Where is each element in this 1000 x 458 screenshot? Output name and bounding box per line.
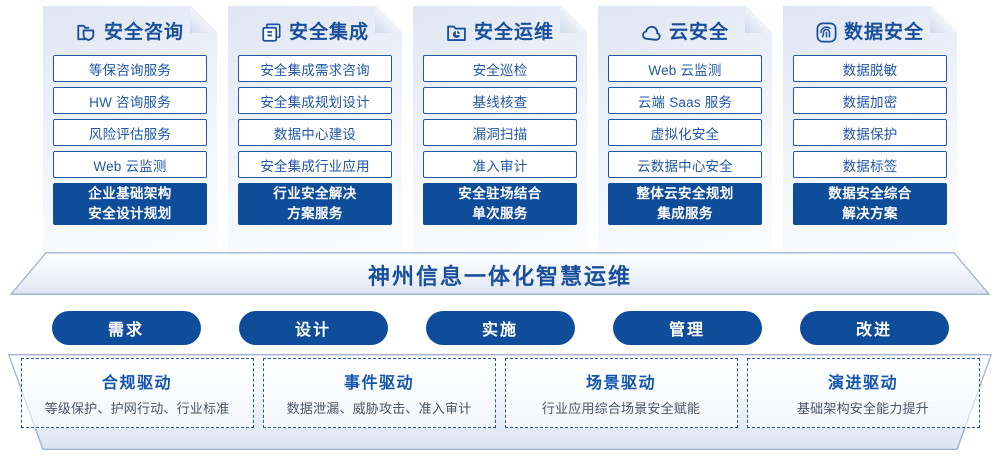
service-pillar-column[interactable]: 安全运维 安全巡检 基线核查 漏洞扫描 准入审计 安全驻场结合 单次服务 — [413, 6, 587, 254]
lifecycle-stage-pill[interactable]: 设计 — [238, 311, 388, 345]
driver-title: 合规驱动 — [101, 375, 172, 392]
driver-title: 场景驱动 — [585, 375, 656, 392]
column-item-list: 数据脱敏 数据加密 数据保护 数据标签 — [793, 55, 947, 178]
service-item[interactable]: HW 咨询服务 — [53, 87, 207, 114]
column-summary-box[interactable]: 数据安全综合 解决方案 — [793, 183, 947, 225]
column-title: 安全集成 — [288, 21, 369, 43]
service-item[interactable]: 数据中心建设 — [238, 119, 392, 146]
column-item-list: 安全集成需求咨询 安全集成规划设计 数据中心建设 安全集成行业应用 — [238, 55, 392, 178]
column-title: 安全咨询 — [103, 21, 184, 43]
service-item[interactable]: 安全集成规划设计 — [238, 87, 392, 114]
service-item[interactable]: 等保咨询服务 — [53, 55, 207, 82]
driver-card[interactable]: 事件驱动 数据泄漏、威胁攻击、准入审计 — [262, 358, 496, 428]
column-summary-line-2: 方案服务 — [287, 206, 343, 221]
column-summary-line-2: 安全设计规划 — [88, 206, 172, 221]
column-header: 云安全 — [608, 15, 762, 49]
column-summary-box[interactable]: 行业安全解决 方案服务 — [238, 183, 392, 225]
column-summary-box[interactable]: 安全驻场结合 单次服务 — [423, 183, 577, 225]
service-item[interactable]: Web 云监测 — [608, 55, 762, 82]
column-item-list: Web 云监测 云端 Saas 服务 虚拟化安全 云数据中心安全 — [608, 55, 762, 178]
column-summary-box[interactable]: 整体云安全规划 集成服务 — [608, 183, 762, 225]
driver-card[interactable]: 合规驱动 等级保护、护网行动、行业标准 — [20, 358, 254, 428]
driver-card[interactable]: 演进驱动 基础架构安全能力提升 — [746, 358, 980, 428]
service-item[interactable]: 数据脱敏 — [793, 55, 947, 82]
driver-card[interactable]: 场景驱动 行业应用综合场景安全赋能 — [504, 358, 738, 428]
service-item[interactable]: 虚拟化安全 — [608, 119, 762, 146]
service-item[interactable]: Web 云监测 — [53, 151, 207, 178]
service-item[interactable]: 安全巡检 — [423, 55, 577, 82]
column-header: 安全咨询 — [53, 15, 207, 49]
column-summary-line-2: 单次服务 — [472, 206, 528, 221]
column-summary-box[interactable]: 企业基础架构 安全设计规划 — [53, 183, 207, 225]
lifecycle-stage-pill[interactable]: 实施 — [425, 311, 575, 345]
service-pillar-column[interactable]: 云安全 Web 云监测 云端 Saas 服务 虚拟化安全 云数据中心安全 整体云… — [598, 6, 772, 254]
column-summary-line-1: 数据安全综合 — [828, 186, 912, 202]
service-item[interactable]: 安全集成需求咨询 — [238, 55, 392, 82]
driver-description: 等级保护、护网行动、行业标准 — [44, 401, 230, 416]
column-header: 安全运维 — [423, 15, 577, 49]
folder-clock-icon — [446, 22, 467, 43]
column-summary-line-1: 安全驻场结合 — [458, 186, 542, 202]
column-item-list: 等保咨询服务 HW 咨询服务 风险评估服务 Web 云监测 — [53, 55, 207, 178]
service-pillar-column[interactable]: 安全咨询 等保咨询服务 HW 咨询服务 风险评估服务 Web 云监测 企业基础架… — [43, 6, 217, 254]
service-pillar-column[interactable]: 数据安全 数据脱敏 数据加密 数据保护 数据标签 数据安全综合 解决方案 — [783, 6, 957, 254]
lifecycle-stage-pill[interactable]: 需求 — [51, 311, 201, 345]
driver-description: 行业应用综合场景安全赋能 — [541, 401, 701, 416]
service-item[interactable]: 风险评估服务 — [53, 119, 207, 146]
column-summary-line-1: 企业基础架构 — [88, 186, 172, 202]
cloud-icon — [641, 22, 662, 43]
service-item[interactable]: 云端 Saas 服务 — [608, 87, 762, 114]
service-item[interactable]: 数据加密 — [793, 87, 947, 114]
service-item[interactable]: 漏洞扫描 — [423, 119, 577, 146]
drivers-row: 合规驱动 等级保护、护网行动、行业标准 事件驱动 数据泄漏、威胁攻击、准入审计 … — [0, 358, 1000, 436]
column-summary-line-1: 整体云安全规划 — [636, 186, 734, 202]
column-header: 数据安全 — [793, 15, 947, 49]
lifecycle-stage-pill[interactable]: 管理 — [612, 311, 762, 345]
column-title: 安全运维 — [473, 21, 554, 43]
lifecycle-stage-row: 需求 设计 实施 管理 改进 — [0, 311, 1000, 345]
platform-banner-title: 神州信息一体化智慧运维 — [367, 264, 632, 289]
service-item[interactable]: 准入审计 — [423, 151, 577, 178]
folder-shield-icon — [76, 22, 97, 43]
column-title: 云安全 — [668, 21, 729, 43]
lifecycle-stage-pill[interactable]: 改进 — [799, 311, 949, 345]
driver-title: 演进驱动 — [827, 375, 898, 392]
service-item[interactable]: 基线核查 — [423, 87, 577, 114]
column-summary-line-2: 集成服务 — [657, 206, 713, 221]
driver-description: 基础架构安全能力提升 — [796, 401, 929, 416]
column-item-list: 安全巡检 基线核查 漏洞扫描 准入审计 — [423, 55, 577, 178]
service-item[interactable]: 数据标签 — [793, 151, 947, 178]
platform-banner: 神州信息一体化智慧运维 — [10, 252, 990, 295]
column-title: 数据安全 — [843, 21, 924, 43]
driver-title: 事件驱动 — [343, 375, 414, 392]
service-item[interactable]: 数据保护 — [793, 119, 947, 146]
column-header: 安全集成 — [238, 15, 392, 49]
column-summary-line-2: 解决方案 — [842, 206, 898, 221]
service-pillar-column[interactable]: 安全集成 安全集成需求咨询 安全集成规划设计 数据中心建设 安全集成行业应用 行… — [228, 6, 402, 254]
service-item[interactable]: 安全集成行业应用 — [238, 151, 392, 178]
driver-description: 数据泄漏、威胁攻击、准入审计 — [286, 401, 472, 416]
fingerprint-icon — [816, 22, 837, 43]
column-summary-line-1: 行业安全解决 — [273, 186, 357, 202]
service-pillars-row: 安全咨询 等保咨询服务 HW 咨询服务 风险评估服务 Web 云监测 企业基础架… — [0, 6, 1000, 254]
stacked-servers-icon — [261, 22, 282, 43]
service-item[interactable]: 云数据中心安全 — [608, 151, 762, 178]
